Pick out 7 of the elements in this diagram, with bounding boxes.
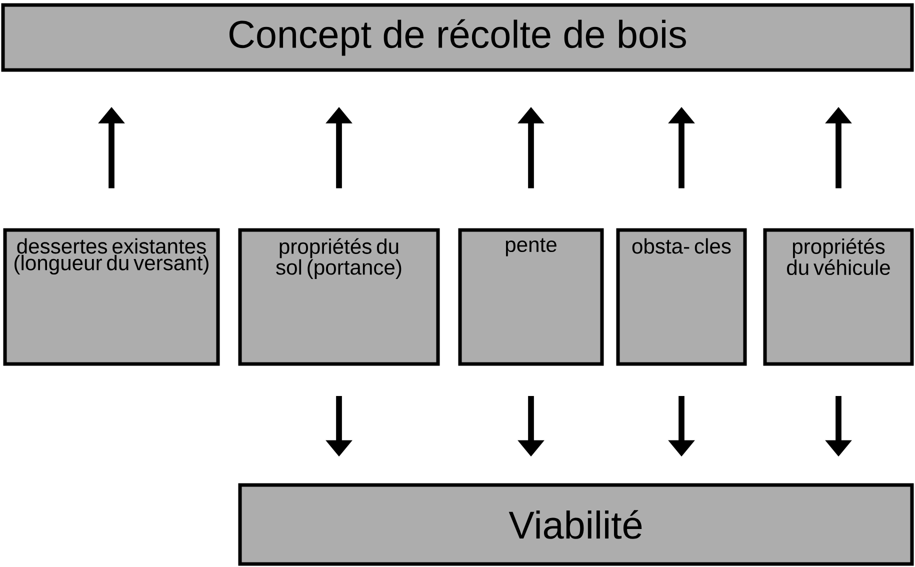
factor-box: propriétés du véhicule — [763, 228, 914, 366]
factor-box: pente — [458, 228, 604, 366]
result-bar: Viabilité — [238, 483, 914, 566]
factor-box: obsta- cles — [616, 228, 747, 366]
factor-box: propriétés du sol (portance) — [238, 228, 440, 366]
factor-box: dessertes existantes (longueur du versant) — [3, 228, 220, 366]
title-bar: Concept de récolte de bois — [1, 3, 914, 72]
